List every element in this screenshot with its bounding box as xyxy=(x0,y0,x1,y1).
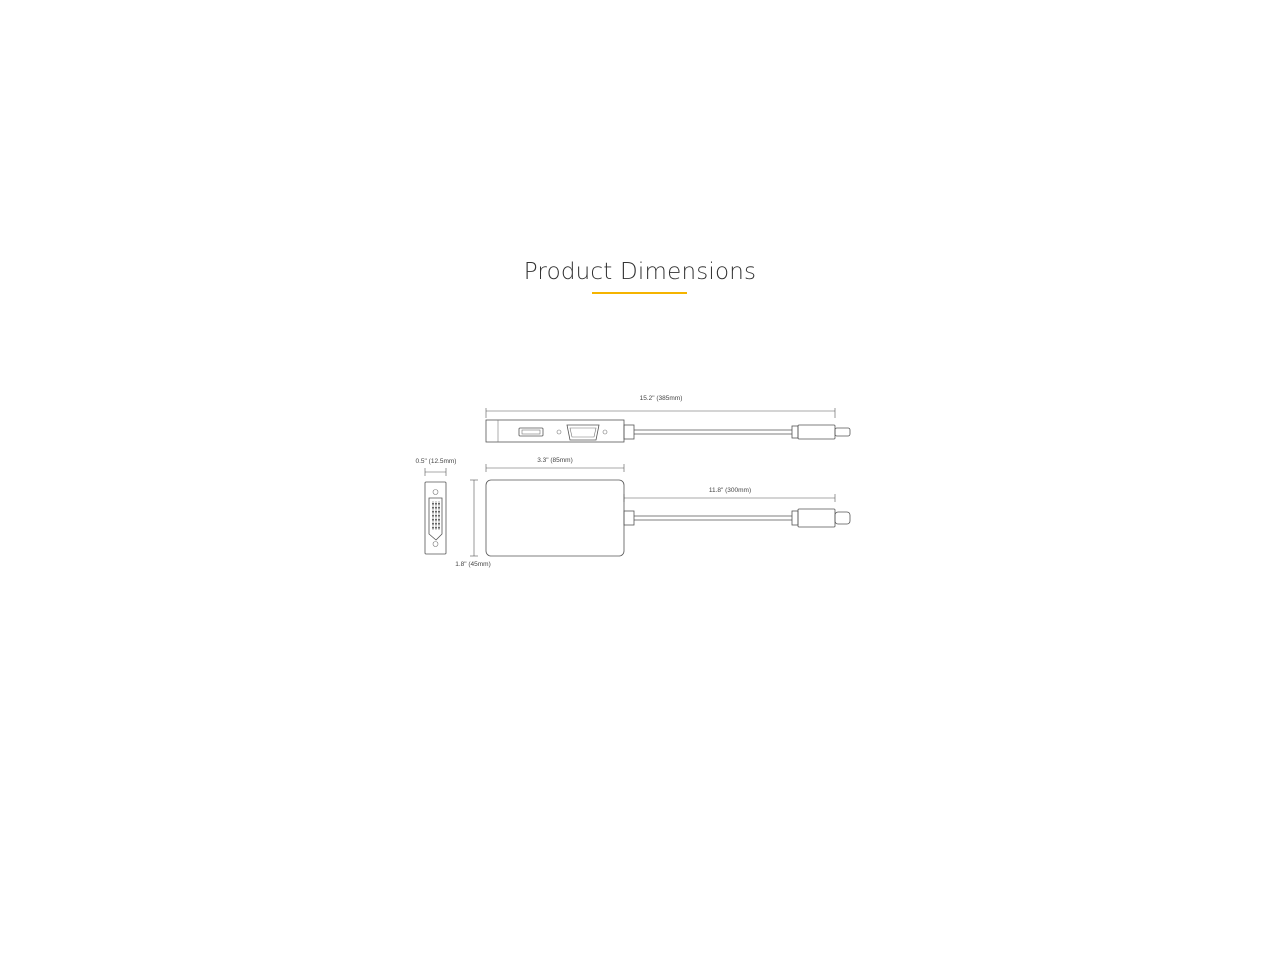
body-width-label: 1.8" (45mm) xyxy=(455,561,491,568)
strain-relief-front xyxy=(623,510,635,526)
vga-port-icon xyxy=(566,424,600,441)
usb-c-plug-top xyxy=(797,424,836,440)
hdmi-port-icon xyxy=(518,427,544,437)
title-underline xyxy=(592,292,687,294)
dvi-screw-top xyxy=(432,489,439,495)
dvi-pins xyxy=(432,503,440,529)
cable-length-label: 11.8" (300mm) xyxy=(709,487,751,494)
body-length-label: 3.3" (85mm) xyxy=(537,457,573,464)
strain-relief-top xyxy=(623,424,635,440)
adapter-body-front xyxy=(485,479,625,557)
usb-c-plug-front xyxy=(797,508,836,528)
dvi-screw-bottom xyxy=(432,541,439,547)
usb-c-connector-front xyxy=(834,511,851,525)
usb-c-connector-top xyxy=(834,427,851,437)
side-view: 0.5" (12.5mm) xyxy=(416,458,457,555)
dvi-port-icon xyxy=(428,497,443,541)
thickness-label: 0.5" (12.5mm) xyxy=(416,458,457,465)
dvi-end-outline xyxy=(424,481,447,555)
top-view: 15.2" (385mm) xyxy=(485,395,851,443)
page-title: Product Dimensions xyxy=(523,259,757,285)
total-length-label: 15.2" (385mm) xyxy=(640,395,683,402)
front-view: 3.3" (85mm) 1.8" (45mm) 11.8" (300mm) xyxy=(455,457,851,568)
